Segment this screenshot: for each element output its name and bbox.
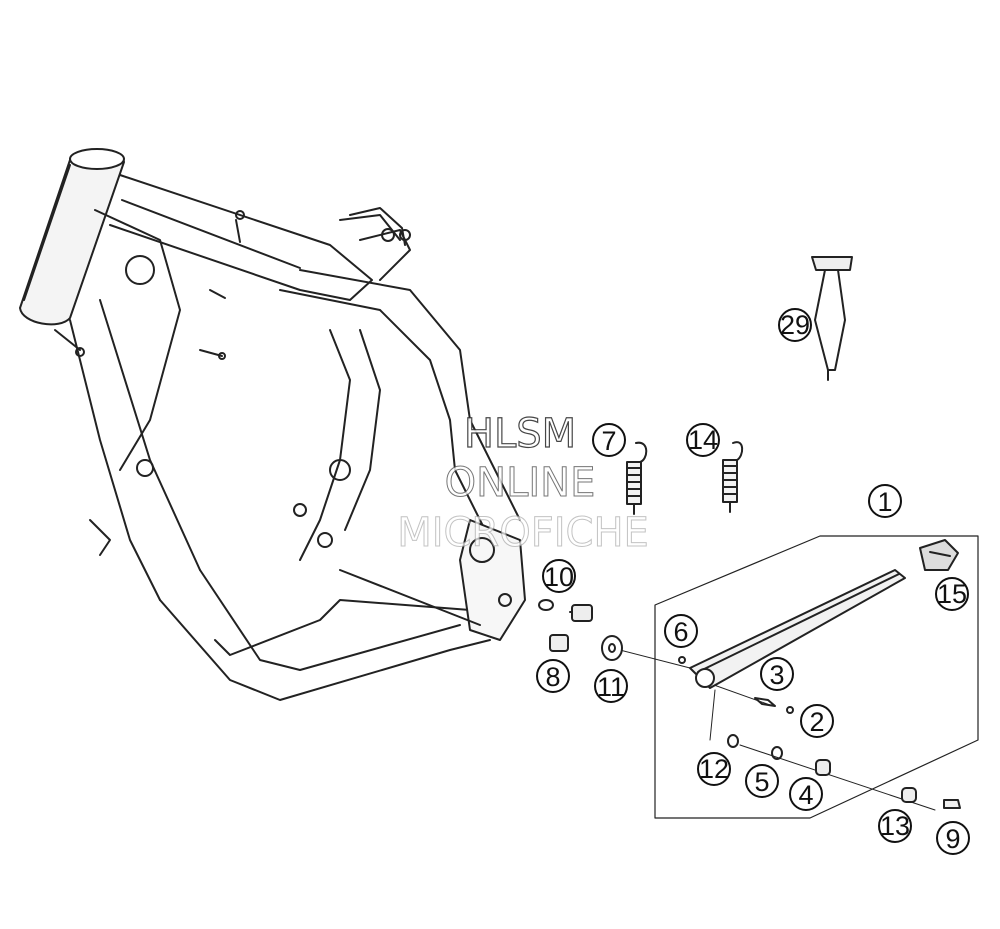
callout-3[interactable]: 3 bbox=[760, 657, 794, 691]
washer-11 bbox=[601, 635, 623, 661]
spring-7 bbox=[626, 441, 648, 515]
screw-2 bbox=[786, 706, 794, 714]
screw-6 bbox=[678, 656, 686, 664]
svg-text:13: 13 bbox=[880, 811, 910, 841]
side-stand-assembly bbox=[654, 535, 979, 819]
bolt-8 bbox=[549, 634, 569, 652]
svg-text:10: 10 bbox=[544, 562, 574, 592]
callout-14[interactable]: 14 bbox=[686, 423, 720, 457]
watermark: HLSM ONLINE MICROFICHE bbox=[397, 410, 650, 556]
svg-text:15: 15 bbox=[937, 579, 967, 609]
small-parts bbox=[538, 256, 961, 809]
washer-10 bbox=[538, 599, 554, 611]
clip-3 bbox=[754, 697, 776, 707]
callout-1[interactable]: 1 bbox=[868, 484, 902, 518]
svg-text:2: 2 bbox=[809, 707, 824, 737]
spring-hook-tool bbox=[811, 256, 853, 381]
svg-text:4: 4 bbox=[798, 780, 813, 810]
svg-text:5: 5 bbox=[754, 767, 769, 797]
callout-7[interactable]: 7 bbox=[592, 423, 626, 457]
callout-29[interactable]: 29 bbox=[778, 308, 812, 342]
svg-text:6: 6 bbox=[673, 617, 688, 647]
bushing-4 bbox=[815, 759, 831, 776]
frame bbox=[19, 148, 526, 701]
bolt-9 bbox=[943, 799, 961, 809]
bushing-13 bbox=[901, 787, 917, 803]
ring-5 bbox=[771, 746, 783, 760]
callout-12[interactable]: 12 bbox=[697, 752, 731, 786]
callout-4[interactable]: 4 bbox=[789, 777, 823, 811]
svg-text:1: 1 bbox=[877, 487, 892, 517]
callout-2[interactable]: 2 bbox=[800, 704, 834, 738]
svg-text:11: 11 bbox=[597, 672, 625, 702]
callout-15[interactable]: 15 bbox=[935, 577, 969, 611]
callout-6[interactable]: 6 bbox=[664, 614, 698, 648]
svg-text:12: 12 bbox=[699, 754, 729, 784]
callouts: 1 2 3 4 5 6 7 8 9 10 11 12 13 14 15 29 bbox=[536, 308, 970, 855]
svg-text:3: 3 bbox=[769, 660, 784, 690]
spring-14 bbox=[722, 441, 744, 513]
bolt-a bbox=[569, 604, 593, 622]
watermark-line2: ONLINE bbox=[445, 460, 596, 506]
ring-12 bbox=[727, 734, 739, 748]
callout-8[interactable]: 8 bbox=[536, 659, 570, 693]
watermark-line1: HLSM bbox=[464, 411, 576, 457]
callout-11[interactable]: 11 bbox=[594, 669, 628, 703]
watermark-line3: MICROFICHE bbox=[397, 510, 649, 556]
svg-text:7: 7 bbox=[601, 426, 616, 456]
callout-10[interactable]: 10 bbox=[542, 559, 576, 593]
svg-text:9: 9 bbox=[945, 824, 960, 854]
callout-9[interactable]: 9 bbox=[936, 821, 970, 855]
callout-13[interactable]: 13 bbox=[878, 809, 912, 843]
svg-text:29: 29 bbox=[780, 310, 810, 340]
svg-text:8: 8 bbox=[545, 662, 560, 692]
callout-5[interactable]: 5 bbox=[745, 764, 779, 798]
svg-text:14: 14 bbox=[688, 425, 718, 455]
